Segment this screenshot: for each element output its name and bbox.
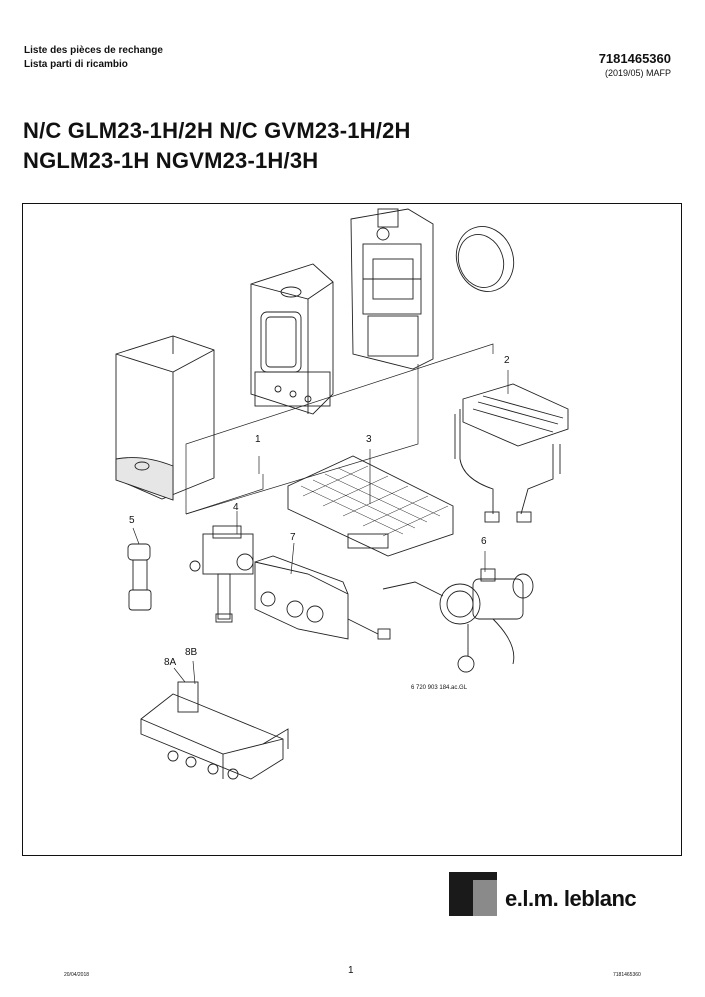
chassis-drawing [350, 208, 434, 370]
header-title-fr: Liste des pièces de rechange [24, 45, 163, 56]
pump-drawing [382, 568, 534, 673]
header-title-it: Lista parti di ricambio [24, 59, 128, 70]
document-header-left: Liste des pièces de rechange Lista parti… [24, 44, 163, 72]
page-number: 1 [348, 965, 354, 976]
callout-4: 4 [233, 502, 239, 513]
logo-mark-icon [449, 872, 497, 916]
callout-8b: 8B [185, 647, 198, 658]
document-number: 7181465360 [598, 51, 671, 66]
boiler-body-drawing [250, 263, 334, 415]
title-line-1: N/C GLM23-1H/2H N/C GVM23-1H/2H [23, 118, 411, 143]
diagram-reference: 6 720 903 184.ac.GL [411, 685, 468, 691]
callout-5: 5 [129, 515, 135, 526]
diagram-drawing [115, 208, 569, 780]
control-box-drawing [254, 555, 391, 640]
leader-lines [132, 343, 509, 685]
callout-3: 3 [366, 434, 372, 445]
title-line-2: NGLM23-1H NGVM23-1H/3H [23, 148, 319, 173]
callout-6: 6 [481, 536, 487, 547]
callout-7: 7 [290, 532, 296, 543]
document-revision: (2019/05) MAFP [604, 68, 671, 78]
fitting-drawing [127, 543, 152, 611]
brand-name: e.l.m. leblanc [505, 886, 637, 911]
exploded-diagram: 1 2 3 4 5 6 7 8A 8B [22, 203, 682, 856]
callout-1: 1 [255, 434, 261, 445]
casing-drawing [115, 335, 215, 501]
brand-logo: e.l.m. leblanc [449, 872, 649, 916]
callout-2: 2 [504, 355, 510, 366]
footer-date: 20/04/2018 [64, 972, 90, 978]
document-header-right: 7181465360 (2019/05) MAFP [599, 51, 671, 79]
expansion-vessel-drawing [455, 226, 515, 292]
gas-valve-drawing [189, 525, 254, 623]
callout-8a: 8A [164, 657, 177, 668]
heat-exchanger-drawing [454, 383, 569, 523]
hydraulic-rail-drawing [140, 681, 289, 780]
footer-document-number: 7181465360 [613, 972, 641, 978]
page-title: N/C GLM23-1H/2H N/C GVM23-1H/2H NGLM23-1… [23, 116, 411, 176]
burner-drawing [287, 455, 454, 557]
